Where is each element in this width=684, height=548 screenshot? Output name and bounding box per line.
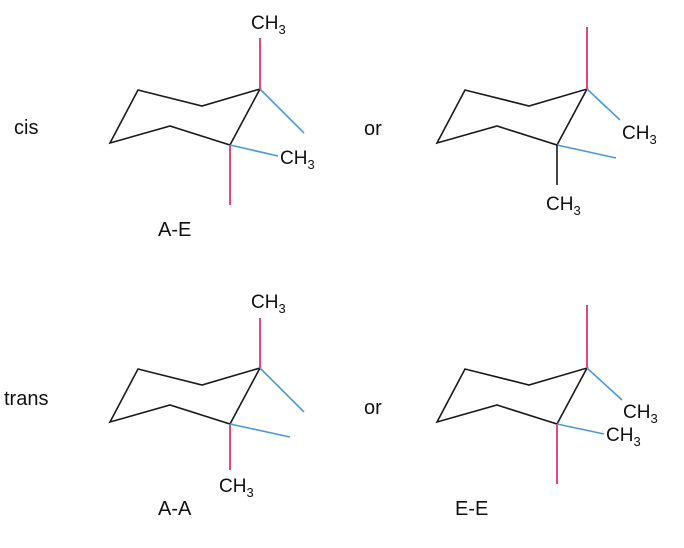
equatorial-bond (259, 88, 305, 134)
equatorial-bond (259, 367, 305, 413)
methyl-group-label: CH3 (219, 476, 254, 500)
cyclohexane-chair-ring (108, 87, 262, 146)
equatorial-bond (586, 367, 623, 401)
methyl-group-label: CH3 (606, 425, 641, 449)
equatorial-bond (556, 423, 605, 435)
methyl-group-label: CH3 (623, 402, 658, 426)
methyl-group-label: CH3 (280, 148, 315, 172)
or-separator-bottom: or (364, 397, 382, 419)
chair-trans-aa: CH3 CH3 (108, 292, 305, 500)
equatorial-bond (229, 144, 279, 157)
caption-ee: E-E (455, 498, 488, 520)
equatorial-bond (556, 144, 617, 159)
cyclohexane-chair-ring (435, 87, 589, 146)
row-label-cis: cis (14, 117, 38, 139)
equatorial-bond (586, 88, 621, 121)
caption-ae: A-E (158, 219, 191, 241)
equatorial-bond (229, 423, 291, 438)
row-label-trans: trans (4, 388, 48, 410)
methyl-group-label: CH3 (622, 123, 657, 147)
or-separator-top: or (364, 118, 382, 140)
chair-trans-ee: CH3 CH3 (435, 305, 658, 484)
methyl-group-label: CH3 (546, 194, 581, 218)
caption-aa: A-A (158, 498, 192, 520)
chair-cis-ae: CH3 CH3 (108, 13, 315, 205)
chair-cis-alt: CH3 CH3 (435, 27, 657, 218)
methyl-group-label: CH3 (251, 292, 286, 316)
methyl-group-label: CH3 (251, 13, 286, 37)
cyclohexane-chair-ring (108, 366, 262, 425)
cyclohexane-chair-ring (435, 366, 589, 425)
